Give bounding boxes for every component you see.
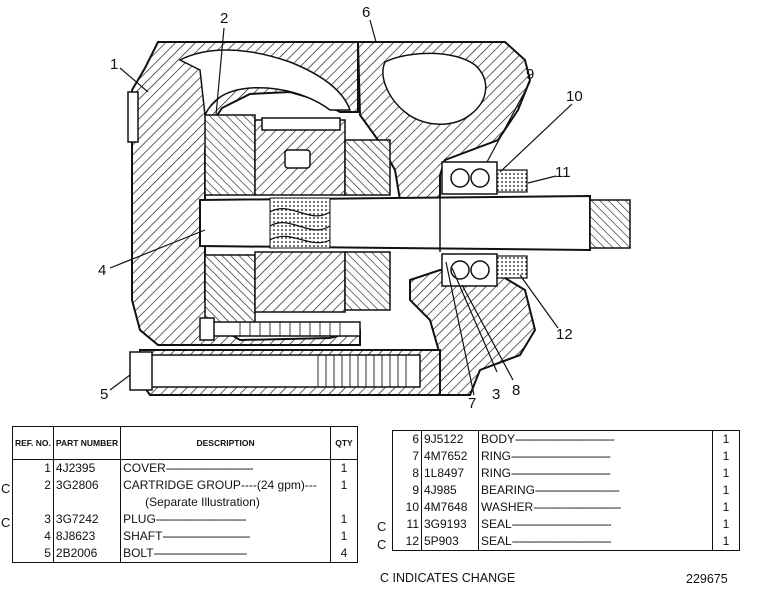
description: BEARING (481, 483, 536, 497)
callout-5: 5 (100, 386, 109, 403)
table-row: 7 4M7652 RING---------------------------… (392, 448, 740, 465)
table-row: (Separate Illustration) (12, 494, 358, 511)
drawing-number: 229675 (686, 572, 728, 586)
callout-8: 8 (512, 382, 521, 399)
part-number: 1L8497 (421, 465, 479, 482)
qty: 1 (722, 534, 730, 548)
part-number: 4M7648 (421, 499, 479, 516)
ref-no: 10 (392, 499, 422, 516)
table-row: 4 8J8623 SHAFT--------------------------… (12, 528, 358, 545)
callout-4: 4 (98, 262, 107, 279)
part-number: 4M7652 (421, 448, 479, 465)
parts-table-left: REF. NO. PART NUMBER DESCRIPTION QTY 1 4… (12, 426, 358, 563)
part-number: 3G9193 (421, 516, 479, 533)
callout-3: 3 (492, 386, 501, 403)
table-row: 6 9J5122 BODY---------------------------… (392, 430, 740, 448)
description: RING (481, 466, 511, 480)
qty: 1 (722, 432, 730, 446)
qty: 1 (722, 517, 730, 531)
description: SEAL (481, 534, 512, 548)
ref-no: 1 (12, 459, 54, 477)
description: SEAL (481, 517, 512, 531)
part-number: 3G2806 (53, 477, 122, 494)
header-description: DESCRIPTION (120, 426, 331, 460)
description: PLUG (123, 512, 156, 526)
qty: 4 (340, 546, 348, 560)
description: COVER (123, 461, 166, 475)
change-mark: C (1, 515, 11, 530)
callout-6: 6 (362, 4, 371, 21)
description: CARTRIDGE GROUP----(24 gpm)--- (120, 477, 331, 494)
table-row: 2 3G2806 CARTRIDGE GROUP----(24 gpm)--- … (12, 477, 358, 494)
qty: 1 (340, 478, 348, 492)
ref-no: 7 (392, 448, 422, 465)
qty: 1 (722, 483, 730, 497)
description: SHAFT (123, 529, 163, 543)
description-continued: (Separate Illustration) (120, 494, 331, 511)
header-ref-no: REF. NO. (12, 426, 54, 460)
change-mark: C (377, 519, 387, 534)
ref-no: 2 (12, 477, 54, 494)
ref-no: 9 (392, 482, 422, 499)
pump-cross-section-drawing (109, 19, 631, 396)
table-row: 11 3G9193 SEAL--------------------------… (392, 516, 740, 533)
qty: 1 (722, 466, 730, 480)
change-note: C INDICATES CHANGE (380, 571, 516, 585)
table-header-row: REF. NO. PART NUMBER DESCRIPTION QTY (12, 426, 358, 460)
ref-no: 3 (12, 511, 54, 528)
bearing-assembly (441, 161, 528, 287)
callout-10: 10 (566, 88, 583, 105)
table-row: 1 4J2395 COVER--------------------------… (12, 459, 358, 477)
table-row: 10 4M7648 WASHER------------------------… (392, 499, 740, 516)
part-number: 8J8623 (53, 528, 122, 545)
part-number: 4J2395 (53, 459, 122, 477)
qty: 1 (722, 500, 730, 514)
table-row: 8 1L8497 RING---------------------------… (392, 465, 740, 482)
callout-1: 1 (110, 56, 119, 73)
header-part-number: PART NUMBER (53, 426, 122, 460)
header-qty: QTY (330, 426, 358, 460)
qty: 1 (340, 529, 348, 543)
description: BODY (481, 432, 516, 446)
table-row: 3 3G7242 PLUG---------------------------… (12, 511, 358, 528)
change-mark: C (377, 537, 387, 552)
callout-7: 7 (468, 395, 477, 412)
description: BOLT (123, 546, 154, 560)
description: WASHER (481, 500, 534, 514)
shaft-part (199, 194, 631, 252)
qty: 1 (340, 461, 348, 475)
ref-no: 5 (12, 545, 54, 563)
parts-table-right: 6 9J5122 BODY---------------------------… (392, 430, 740, 551)
table-row: 5 2B2006 BOLT---------------------------… (12, 545, 358, 563)
part-number: 3G7242 (53, 511, 122, 528)
callout-9: 9 (526, 66, 535, 83)
ref-no: 6 (392, 430, 422, 448)
part-number: 9J5122 (421, 430, 479, 448)
callout-11: 11 (555, 164, 571, 181)
description: RING (481, 449, 511, 463)
part-number: 5P903 (421, 533, 479, 551)
change-mark: C (1, 481, 11, 496)
qty: 1 (340, 512, 348, 526)
table-row: 9 4J985 BEARING-------------------------… (392, 482, 740, 499)
leader-lines (109, 19, 573, 396)
table-row: 12 5P903 SEAL---------------------------… (392, 533, 740, 551)
part-number: 2B2006 (53, 545, 122, 563)
callout-12: 12 (556, 326, 573, 343)
part-number: 4J985 (421, 482, 479, 499)
callout-2: 2 (220, 10, 229, 27)
ref-no: 4 (12, 528, 54, 545)
ref-no: 8 (392, 465, 422, 482)
bolt-part (129, 317, 421, 391)
ref-no: 12 (392, 533, 422, 551)
qty: 1 (722, 449, 730, 463)
ref-no: 11 (392, 516, 422, 533)
